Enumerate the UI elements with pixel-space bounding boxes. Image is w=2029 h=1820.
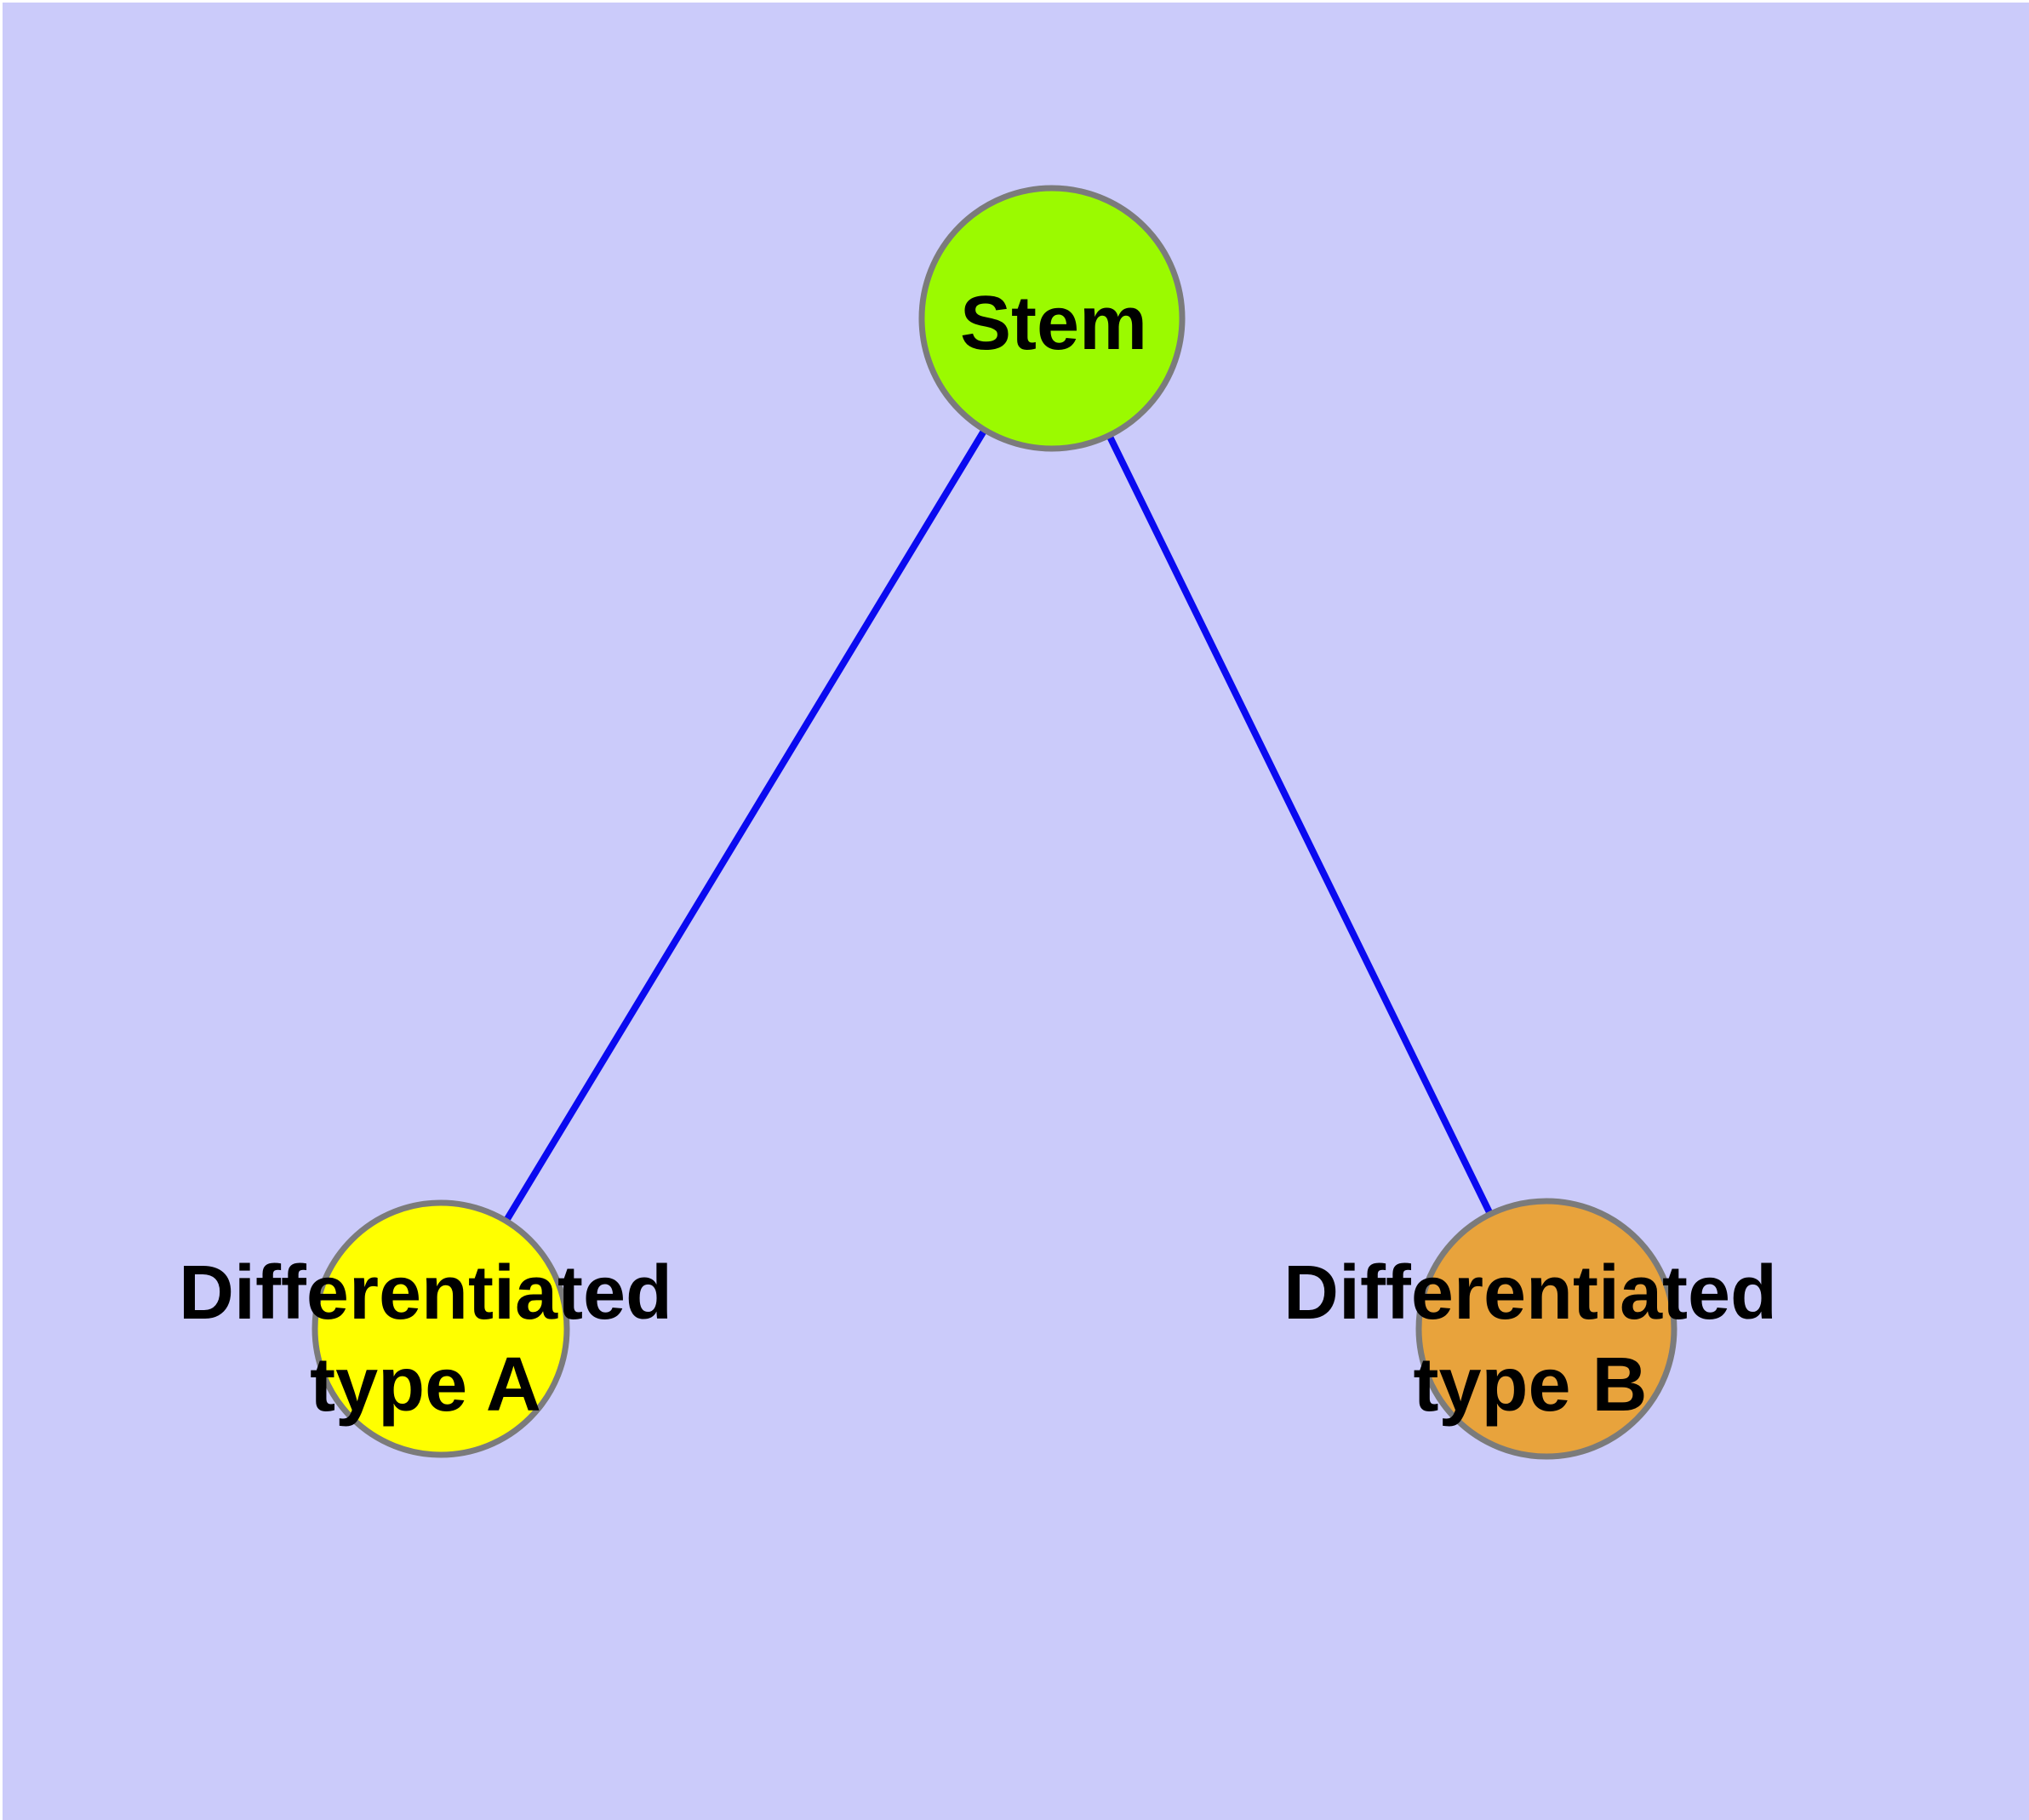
node-stem (918, 185, 1186, 452)
node-differentiated-type-b (1415, 1198, 1677, 1460)
edge-stem-to-type-a (437, 315, 1055, 1332)
node-label-stem: Stem (960, 281, 1147, 366)
node-differentiated-type-a (311, 1199, 570, 1458)
node-label-type-a-line1: Differentiated (179, 1251, 672, 1336)
edge-stem-to-type-b (1049, 315, 1550, 1332)
node-label-type-a-line2: type A (310, 1342, 541, 1428)
node-label-type-b-line2: type B (1413, 1342, 1647, 1428)
node-label-type-b-line1: Differentiated (1283, 1251, 1777, 1336)
